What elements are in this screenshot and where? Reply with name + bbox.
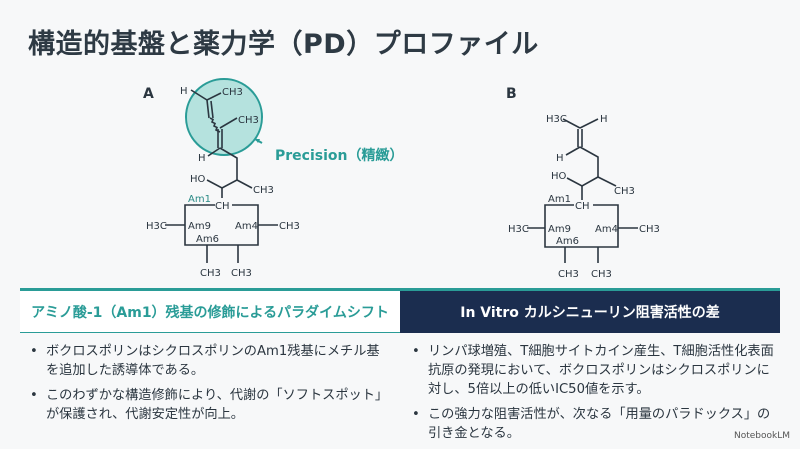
- atom-ch: CH: [575, 201, 590, 212]
- atom-ch3: CH3: [200, 268, 221, 279]
- atom-ho: HO: [190, 174, 206, 185]
- atom-ch3: CH3: [238, 115, 259, 126]
- residue-am9: Am9: [548, 224, 571, 235]
- bullet-item: この強力な阻害活性が、次なる「用量のパラドックス」の引き金となる。: [412, 405, 782, 443]
- atom-h: H: [180, 86, 188, 97]
- bullet-item: リンパ球増殖、T細胞サイトカイン産生、T細胞活性化表面抗原の発現において、ボクロ…: [412, 342, 782, 399]
- atom-ho: HO: [551, 171, 567, 182]
- slide-title: 構造的基盤と薬力学（PD）プロファイル: [28, 29, 539, 60]
- right-bullet-list: リンパ球増殖、T細胞サイトカイン産生、T細胞活性化表面抗原の発現において、ボクロ…: [412, 342, 782, 449]
- residue-am4: Am4: [235, 221, 258, 232]
- atom-ch3: CH3: [614, 186, 635, 197]
- atom-ch3: CH3: [279, 221, 300, 232]
- atom-ch3: CH3: [231, 268, 252, 279]
- bullet-item: ボクロスポリンはシクロスポリンのAm1残基にメチル基を追加した誘導体である。: [30, 342, 385, 380]
- structure-b: B H3C H H HO CH3 CH Am1 H3C Am9 Am4 CH3 …: [506, 86, 660, 280]
- notebooklm-watermark: NotebookLM: [733, 431, 790, 441]
- residue-am4: Am4: [595, 224, 618, 235]
- atom-ch3: CH3: [253, 185, 274, 196]
- atom-h: H: [600, 114, 608, 125]
- atom-ch3: CH3: [222, 87, 243, 98]
- residue-am1: Am1: [548, 194, 571, 205]
- atom-h3c: H3C: [146, 221, 167, 232]
- structure-a-label: A: [143, 86, 154, 102]
- panel-divider-line: [20, 288, 780, 291]
- atom-h3c: H3C: [546, 114, 567, 125]
- left-bullet-list: ボクロスポリンはシクロスポリンのAm1残基にメチル基を追加した誘導体である。 こ…: [30, 342, 385, 430]
- atom-ch3: CH3: [558, 269, 579, 280]
- residue-am6: Am6: [196, 234, 219, 245]
- atom-ch3: CH3: [591, 269, 612, 280]
- residue-am9: Am9: [188, 221, 211, 232]
- residue-am6: Am6: [556, 236, 579, 247]
- residue-am1: Am1: [188, 194, 211, 205]
- atom-h: H: [198, 153, 206, 164]
- bullet-item: このわずかな構造修飾により、代謝の「ソフトスポット」が保護され、代謝安定性が向上…: [30, 386, 385, 424]
- structure-a: A Precision（精緻） H CH3 CH3 H HO CH3 CH Am…: [143, 78, 403, 279]
- structure-b-label: B: [506, 86, 517, 102]
- atom-h3c: H3C: [508, 224, 529, 235]
- atom-ch3: CH3: [639, 224, 660, 235]
- precision-annotation: Precision（精緻）: [275, 147, 403, 164]
- left-panel-header: アミノ酸-1（Am1）残基の修飾によるパラダイムシフト: [20, 291, 400, 333]
- atom-ch: CH: [215, 201, 230, 212]
- chemical-structures: A Precision（精緻） H CH3 CH3 H HO CH3 CH Am…: [143, 78, 660, 280]
- atom-h: H: [556, 153, 564, 164]
- right-panel-header: In Vitro カルシニューリン阻害活性の差: [400, 291, 780, 333]
